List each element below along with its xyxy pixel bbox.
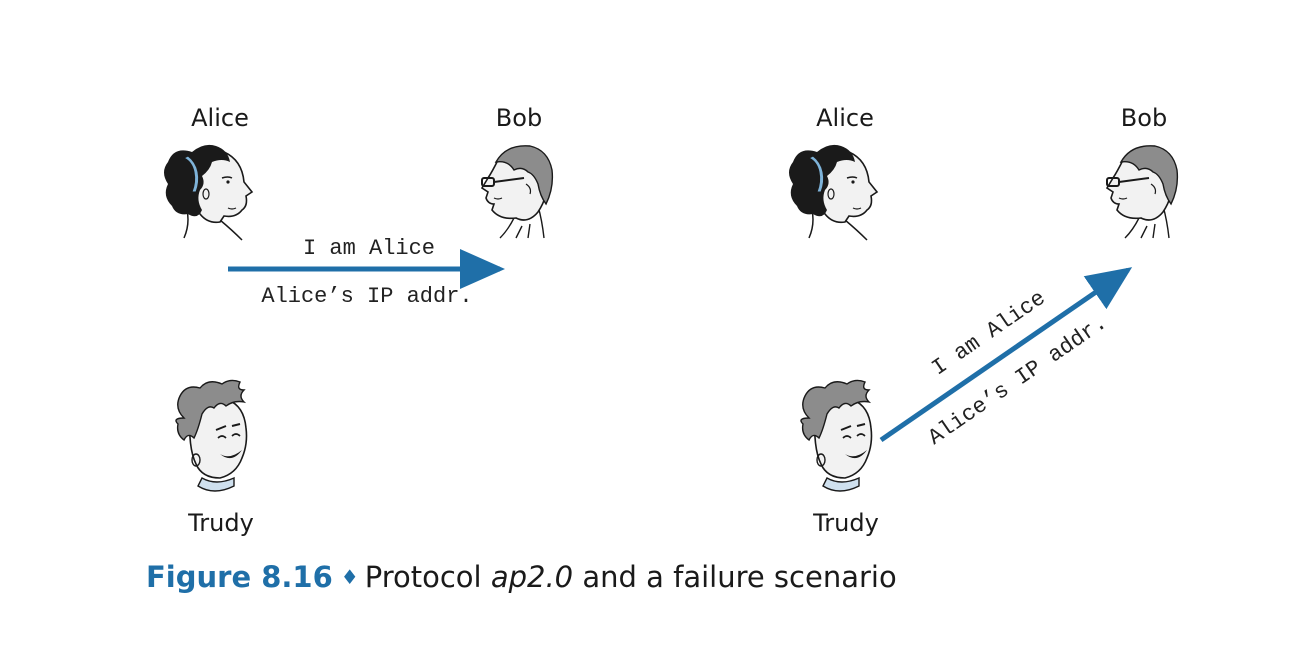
caption-text-before: Protocol xyxy=(364,560,491,594)
right-alice-label: Alice xyxy=(816,104,874,132)
left-bob-label: Bob xyxy=(496,104,542,132)
right-trudy-icon xyxy=(800,379,873,492)
figure-number: Figure 8.16 xyxy=(146,560,333,594)
diamond-separator-icon: ♦ xyxy=(340,565,359,589)
figure-caption: Figure 8.16 ♦Protocol ap2.0 and a failure… xyxy=(146,560,897,594)
left-trudy-icon xyxy=(175,379,248,492)
caption-text-after: and a failure scenario xyxy=(573,560,897,594)
left-alice-label: Alice xyxy=(191,104,249,132)
right-message-bottom: Alice’s IP addr. xyxy=(924,310,1112,450)
left-alice-icon xyxy=(163,144,253,241)
left-bob-icon xyxy=(481,144,554,239)
right-scenario: Alice Bob I am Alice Alice’s IP addr. Tr… xyxy=(788,104,1179,537)
right-bob-label: Bob xyxy=(1121,104,1167,132)
right-trudy-label: Trudy xyxy=(812,509,879,537)
left-trudy-label: Trudy xyxy=(187,509,254,537)
right-bob-icon xyxy=(1106,144,1179,239)
right-message-arrow xyxy=(879,267,1133,443)
left-scenario: Alice Bob I am Alice Alice’s IP addr. Tr… xyxy=(163,104,554,537)
left-message-top: I am Alice xyxy=(303,236,435,261)
left-message-bottom: Alice’s IP addr. xyxy=(261,284,472,309)
right-alice-icon xyxy=(788,144,878,241)
caption-protocol-name: ap2.0 xyxy=(490,560,574,594)
